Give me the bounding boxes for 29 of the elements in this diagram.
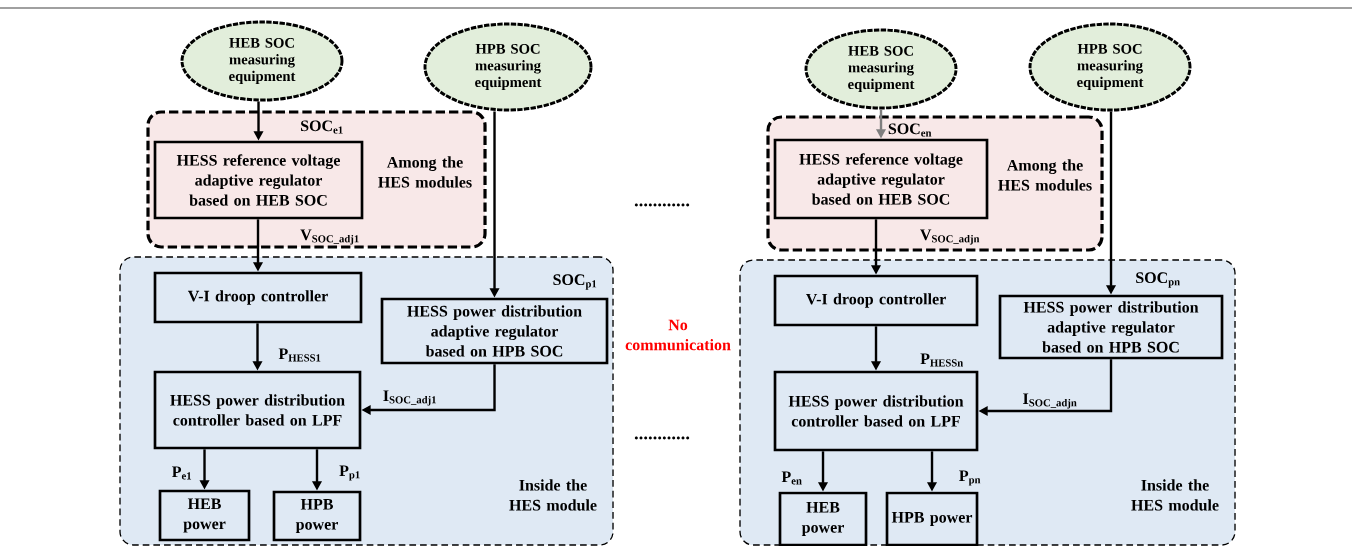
- edge-label: I$_{SOC_adjn}$: [1023, 393, 1077, 409]
- controller-box: HEB power: [778, 491, 868, 546]
- controller-box: HESS reference voltage adaptive regulator based on HEB SOC: [773, 138, 989, 220]
- ellipsis-dots: ............: [634, 203, 690, 207]
- edge-label: P$_{en}$: [781, 471, 802, 485]
- edge-label: V$_{SOC_adjn}$: [920, 229, 980, 245]
- edge-label: P$_{pn}$: [959, 470, 981, 486]
- edge-label: P$_{p1}$: [339, 465, 360, 481]
- ellipsis-dots: ............: [634, 436, 690, 440]
- controller-box: V-I droop controller: [153, 271, 363, 324]
- note-text: No communication: [625, 319, 731, 351]
- edge-label: P$_{e1}$: [172, 466, 192, 480]
- edge-label: SOC$_{en}$: [888, 123, 932, 137]
- controller-box: HESS power distribution adaptive regulator based on HPB SOC: [380, 297, 609, 365]
- controller-box: HESS power distribution controller based on LPF: [153, 370, 362, 450]
- edge-label: SOC$_{pn}$: [1136, 272, 1180, 288]
- edge-label: I$_{SOC_adj1}$: [383, 390, 436, 406]
- edge-label: V$_{SOC_adj1}$: [300, 229, 359, 245]
- edge-label: P$_{HESSn}$: [920, 353, 963, 367]
- controller-box: HESS reference voltage adaptive regulator based on HEB SOC: [153, 140, 364, 220]
- controller-box: V-I droop controller: [773, 274, 979, 327]
- controller-box: HEB power: [158, 489, 251, 542]
- controller-box: HESS power distribution adaptive regulator based on HPB SOC: [998, 294, 1224, 360]
- edge-label: SOC$_{p1}$: [553, 274, 597, 290]
- edge-label: SOC$_{e1}$: [301, 120, 343, 134]
- controller-box: HESS power distribution controller based on LPF: [773, 370, 979, 452]
- edge-label: P$_{HESS1}$: [278, 348, 321, 362]
- controller-box: HPB power: [272, 490, 362, 542]
- controller-box: HPB power: [885, 491, 979, 546]
